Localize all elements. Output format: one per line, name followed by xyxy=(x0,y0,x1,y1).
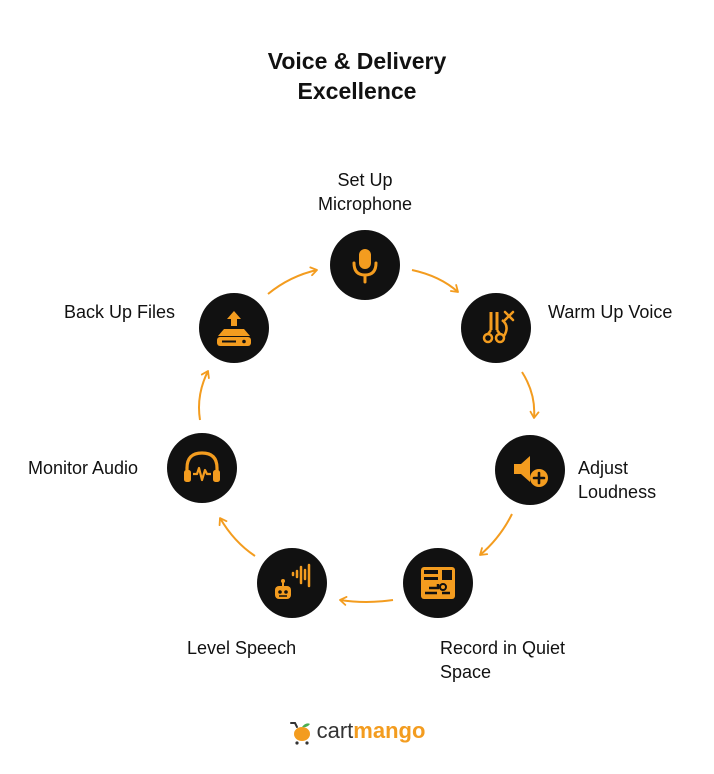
arrow-3 xyxy=(479,513,513,556)
step-label-6-line-1: Monitor Audio xyxy=(28,458,139,478)
step-label-7: Back Up Files xyxy=(64,300,175,324)
step-label-6: Monitor Audio xyxy=(28,456,138,480)
step-label-3: Adjust Loudness xyxy=(578,456,656,504)
step-node-1 xyxy=(330,230,400,300)
step-label-4-line-1: Record in Quiet xyxy=(440,638,566,658)
robot-soundwave-icon xyxy=(275,563,311,599)
step-label-3-line-1: Adjust xyxy=(578,458,629,478)
step-label-1-line-1: Set Up xyxy=(337,170,393,190)
volume-plus-icon xyxy=(514,456,548,487)
brand-logo: cartmango xyxy=(0,718,714,745)
step-label-4: Record in Quiet Space xyxy=(440,636,565,684)
title-line-1: Voice & Delivery xyxy=(267,48,447,74)
upload-drive-icon xyxy=(217,311,251,346)
step-label-3-line-2: Loudness xyxy=(578,482,657,502)
step-label-5: Level Speech xyxy=(187,636,296,660)
control-panel-icon xyxy=(421,567,455,599)
arrow-4 xyxy=(339,596,394,606)
step-node-2 xyxy=(461,293,531,363)
step-label-2: Warm Up Voice xyxy=(548,300,672,324)
arrow-1 xyxy=(411,269,459,293)
headphones-icon xyxy=(184,451,220,482)
arrow-5 xyxy=(218,517,256,557)
step-label-1-line-2: Microphone xyxy=(317,194,413,214)
title-line-2: Excellence xyxy=(297,78,417,104)
arrow-7 xyxy=(267,266,318,295)
step-label-5-line-1: Level Speech xyxy=(187,638,297,658)
brand-text-mango: mango xyxy=(353,718,426,743)
step-node-6 xyxy=(167,433,237,503)
step-label-4-line-2: Space xyxy=(440,662,492,682)
step-label-1: Set Up Microphone xyxy=(290,168,440,216)
step-node-5 xyxy=(257,548,327,618)
microphone-icon xyxy=(352,249,378,284)
step-node-4 xyxy=(403,548,473,618)
arrow-6 xyxy=(198,370,210,421)
tuning-fork-icon xyxy=(482,310,515,344)
diagram-title: Voice & Delivery Excellence xyxy=(0,46,714,106)
step-label-2-line-1: Warm Up Voice xyxy=(548,302,673,322)
step-node-3 xyxy=(495,435,565,505)
step-node-7 xyxy=(199,293,269,363)
step-label-7-line-1: Back Up Files xyxy=(64,302,176,322)
brand-text-cart: cart xyxy=(316,718,354,743)
mango-cart-icon xyxy=(289,722,310,745)
arrow-2 xyxy=(521,371,540,419)
